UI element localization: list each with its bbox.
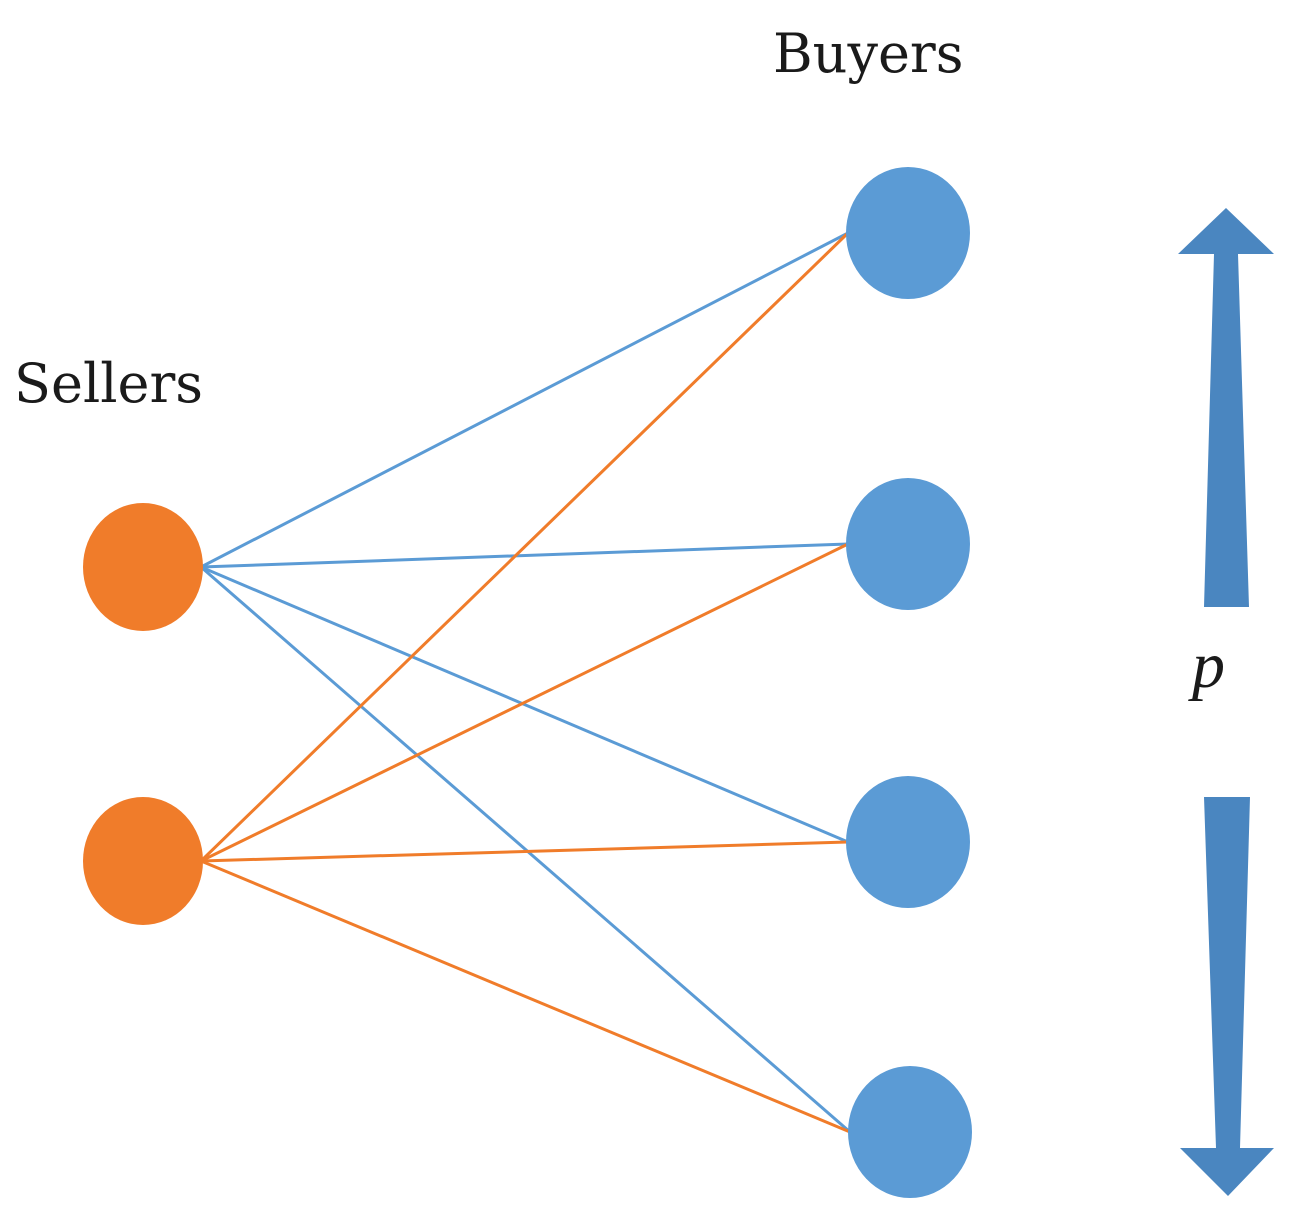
- edge-seller-2-buyer-4: [200, 859, 851, 1134]
- edge-seller-1-buyer-1: [200, 231, 849, 569]
- edges-group: [199, 231, 851, 1134]
- buyers-group: [846, 167, 972, 1198]
- edge-seller-2-buyer-3: [200, 840, 849, 863]
- buyer-node: [848, 1066, 972, 1198]
- edge-seller-1-buyer-2: [200, 542, 849, 569]
- p-label: p: [1188, 629, 1225, 702]
- sellers-label: Sellers: [14, 352, 203, 415]
- seller-node: [83, 503, 203, 631]
- up-arrow-icon: [1178, 208, 1274, 607]
- down-arrow-icon: [1180, 797, 1274, 1196]
- buyer-node: [846, 478, 970, 610]
- buyer-node: [846, 776, 970, 908]
- edge-seller-1-buyer-4: [200, 565, 851, 1134]
- edge-seller-1-buyer-3: [200, 565, 849, 844]
- edge-seller-2-buyer-2: [200, 542, 849, 863]
- p-axis: p: [1178, 208, 1274, 1196]
- edge-seller-2-buyer-1: [199, 231, 850, 863]
- seller-node: [83, 797, 203, 925]
- buyer-node: [846, 167, 970, 299]
- buyers-label: Buyers: [773, 22, 963, 85]
- sellers-group: [83, 503, 203, 925]
